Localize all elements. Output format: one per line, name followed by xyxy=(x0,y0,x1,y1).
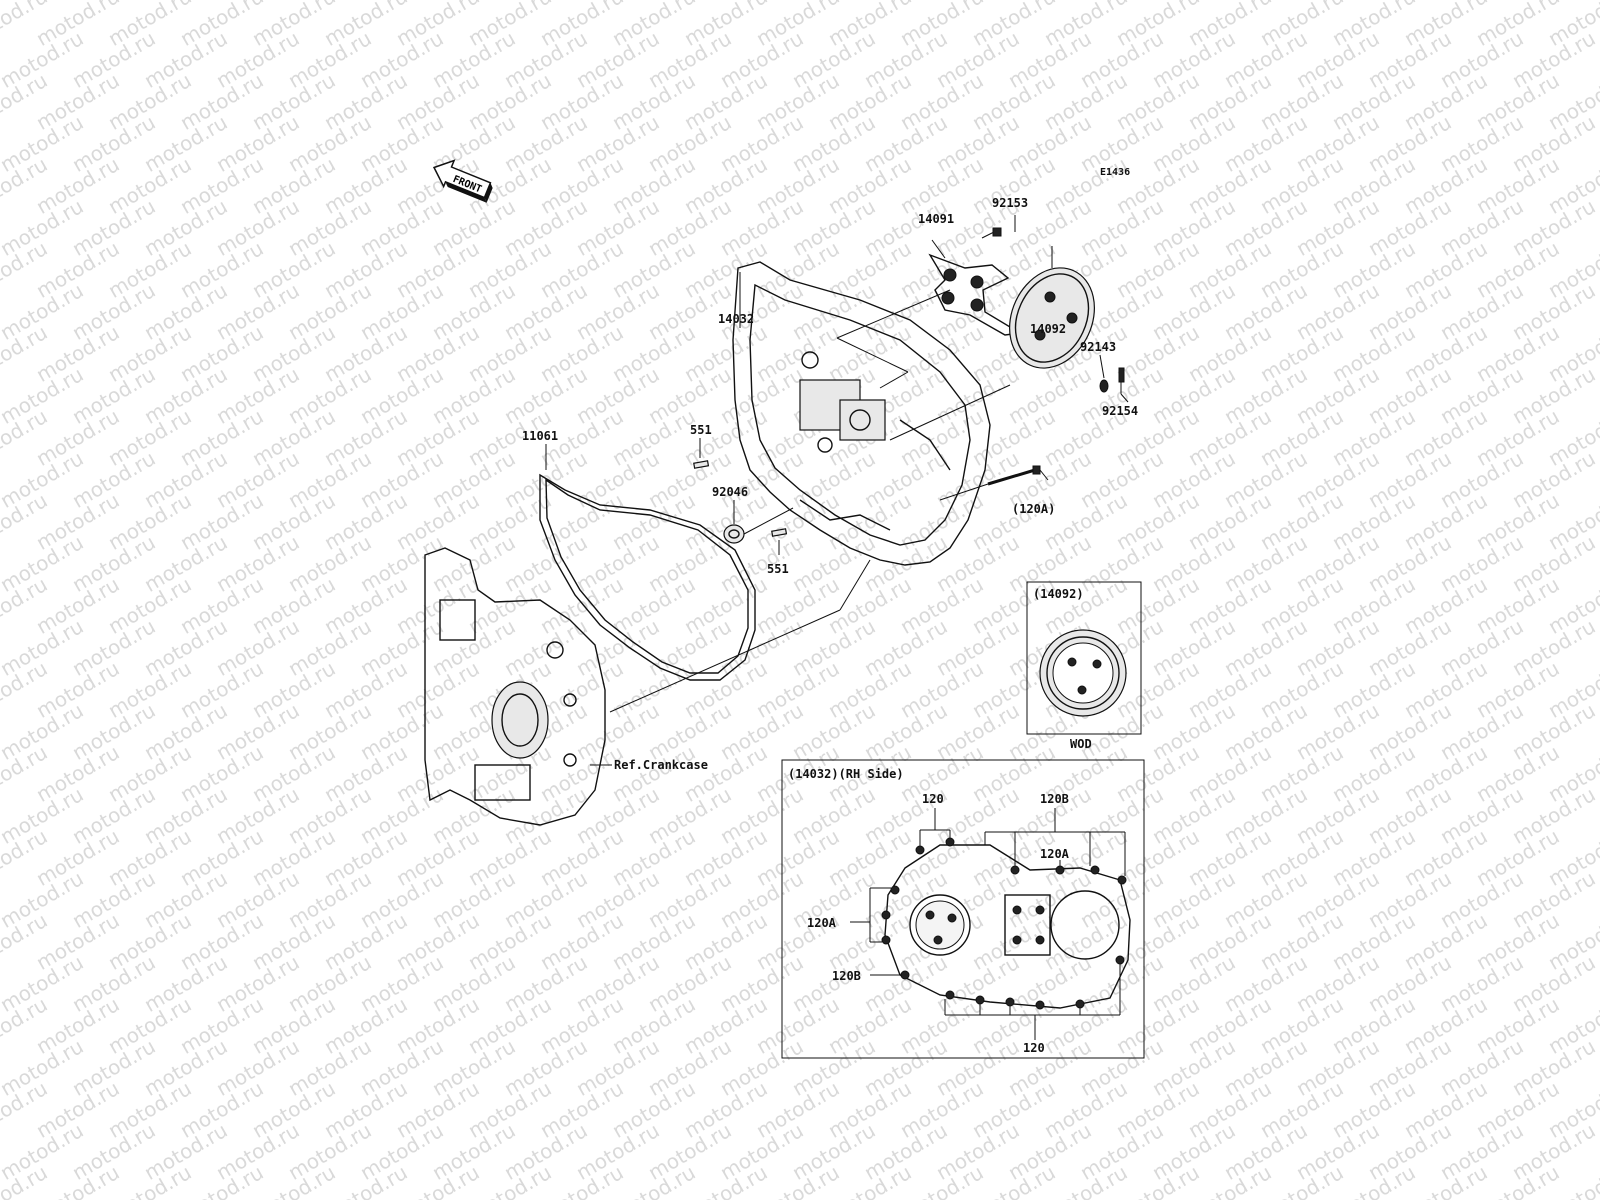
part-551-dowel-lower xyxy=(771,528,788,537)
part-92154-screw xyxy=(1118,367,1125,394)
callout-14032: 14032 xyxy=(718,312,754,326)
part-92153-bolt xyxy=(981,227,1002,239)
callout-92153: 92153 xyxy=(992,196,1028,210)
callout-92143: 92143 xyxy=(1080,340,1116,354)
inset-rh-label-120B-top: 120B xyxy=(1040,792,1069,806)
inset-rh-label-120B-left: 120B xyxy=(832,969,861,983)
inset-wod: (14092) WOD xyxy=(1026,581,1142,751)
callout-11061: 11061 xyxy=(522,429,558,443)
callout-ref-crankcase: Ref.Crankcase xyxy=(614,758,708,772)
callout-92046: 92046 xyxy=(712,485,748,499)
callout-92154: 92154 xyxy=(1102,404,1138,418)
ref-crankcase xyxy=(424,547,606,826)
inset-rh-label-120-bottom: 120 xyxy=(1023,1041,1045,1055)
part-14092-cover xyxy=(1009,267,1095,369)
inset-rh-side: (14032)(RH Side) xyxy=(781,759,1145,1059)
callout-551-lower: 551 xyxy=(767,562,789,576)
part-92143-washer xyxy=(1099,379,1109,393)
part-14091-plate xyxy=(928,253,1023,336)
callout-14092: 14092 xyxy=(1030,322,1066,336)
inset-wod-title: (14092) xyxy=(1033,587,1084,601)
leader-lines xyxy=(545,215,1129,766)
part-11061-gasket xyxy=(539,473,756,681)
part-14032-clutch-cover xyxy=(732,261,991,566)
callout-551-upper: 551 xyxy=(690,423,712,437)
diagram-id: E1436 xyxy=(1100,167,1130,178)
inset-rh-label-120-top: 120 xyxy=(922,792,944,806)
front-arrow-icon: FRONT xyxy=(432,159,493,203)
part-92046-bearing xyxy=(723,524,745,544)
inset-rh-label-120A-right: 120A xyxy=(1040,847,1070,861)
callout-14091: 14091 xyxy=(918,212,954,226)
part-551-dowel-upper xyxy=(693,460,710,469)
inset-wod-caption: WOD xyxy=(1070,737,1092,751)
callout-120A: (120A) xyxy=(1012,502,1055,516)
inset-rh-label-120A-left: 120A xyxy=(807,916,837,930)
part-120A-bolt xyxy=(987,465,1041,486)
inset-rh-title: (14032)(RH Side) xyxy=(788,767,904,781)
